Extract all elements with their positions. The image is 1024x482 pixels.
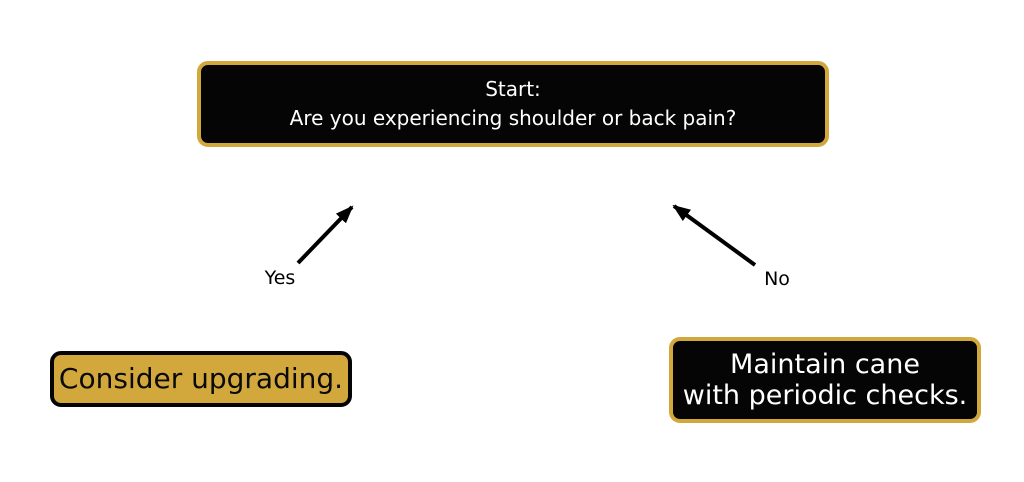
start-node: Start: Are you experiencing shoulder or … bbox=[197, 61, 829, 147]
start-node-line1: Start: bbox=[485, 77, 541, 101]
yes-outcome-line1: Consider upgrading. bbox=[58, 362, 344, 395]
no-arrow bbox=[672, 204, 757, 267]
no-edge-label: No bbox=[764, 268, 790, 290]
yes-edge-label: Yes bbox=[264, 267, 296, 289]
yes-arrow bbox=[296, 205, 354, 265]
no-outcome-node: Maintain cane with periodic checks. bbox=[669, 337, 981, 423]
no-outcome-line2: with periodic checks. bbox=[682, 380, 968, 411]
no-outcome-line1: Maintain cane bbox=[730, 349, 920, 380]
yes-outcome-node: Consider upgrading. bbox=[50, 351, 352, 407]
start-node-line2: Are you experiencing shoulder or back pa… bbox=[289, 106, 737, 130]
